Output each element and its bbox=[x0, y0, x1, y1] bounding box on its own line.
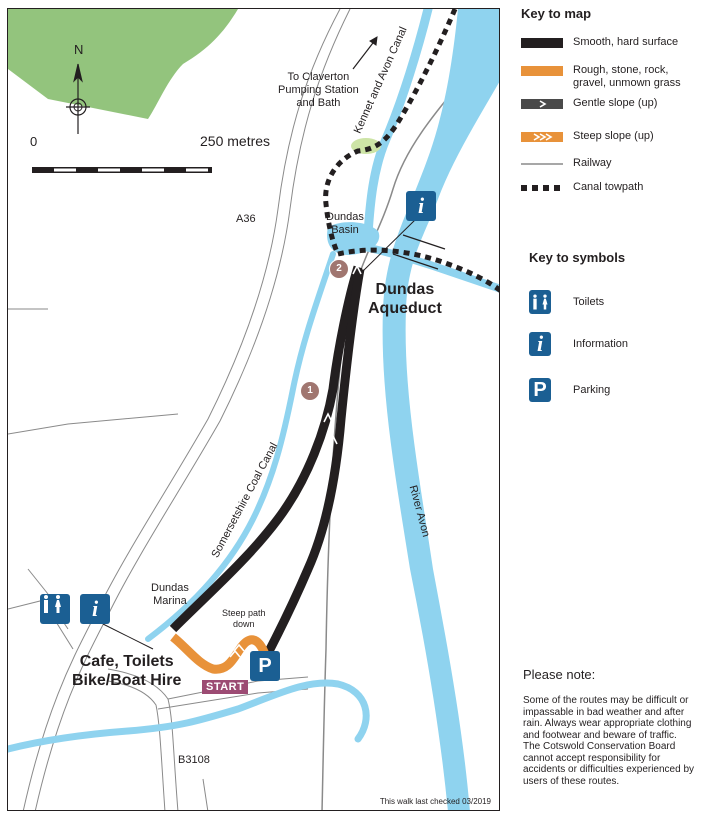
rough-route bbox=[170, 633, 271, 674]
dundas-marina-label: Dundas Marina bbox=[151, 582, 189, 607]
b3108-label: B3108 bbox=[178, 754, 210, 766]
route-marker-2: 2 bbox=[329, 259, 349, 279]
symbol-label-parking: Parking bbox=[573, 384, 611, 396]
information-icon: i bbox=[529, 331, 551, 356]
map-frame: To Claverton Pumping Station and Bath Ke… bbox=[7, 8, 500, 811]
dundas-basin-label: Dundas Basin bbox=[326, 211, 364, 236]
parking-icon: P bbox=[529, 378, 551, 402]
steep-slope-chevrons bbox=[229, 643, 245, 658]
woodland-area bbox=[8, 9, 238, 119]
smooth-route bbox=[169, 265, 365, 660]
key-label: Canal towpath bbox=[573, 181, 644, 193]
scale-start-label: 0 bbox=[30, 134, 38, 149]
toilets-icon bbox=[40, 594, 70, 624]
steep-path-label: Steep path down bbox=[222, 608, 266, 629]
dundas-basin bbox=[327, 222, 380, 255]
lower-stream bbox=[8, 679, 370, 753]
key-to-symbols-title: Key to symbols bbox=[529, 250, 626, 265]
compass-icon bbox=[66, 63, 90, 134]
rough-swatch bbox=[521, 66, 563, 76]
claverton-label: To Claverton Pumping Station and Bath bbox=[278, 71, 359, 109]
steep-swatch bbox=[521, 132, 563, 142]
towpath-swatch bbox=[521, 185, 563, 191]
toilets-icon bbox=[529, 290, 551, 314]
a36-label: A36 bbox=[236, 213, 256, 225]
note-title: Please note: bbox=[523, 667, 596, 682]
last-checked-note: This walk last checked 03/2019 bbox=[379, 797, 491, 806]
river-avon bbox=[382, 9, 499, 810]
somersetshire-coal-canal bbox=[145, 251, 336, 642]
canal-towpath bbox=[323, 9, 499, 293]
aqueduct-walls bbox=[392, 234, 446, 270]
key-label: Steep slope (up) bbox=[573, 130, 654, 142]
note-body: Some of the routes may be difficult or i… bbox=[523, 695, 695, 787]
gentle-slope-chevrons bbox=[323, 264, 362, 445]
key-to-map-title: Key to map bbox=[521, 6, 592, 21]
compass-north-label: N bbox=[74, 42, 84, 57]
direction-arrow bbox=[352, 36, 378, 70]
start-badge: START bbox=[202, 680, 249, 694]
scale-end-label: 250 metres bbox=[200, 133, 271, 149]
cafe-label: Cafe, Toilets Bike/Boat Hire bbox=[72, 653, 182, 689]
a36-road bbox=[22, 9, 351, 810]
map-canvas bbox=[8, 9, 499, 810]
gentle-swatch bbox=[521, 99, 563, 109]
leader-lines bbox=[102, 218, 417, 650]
railway-swatch bbox=[521, 163, 563, 165]
key-label: Rough, stone, rock, gravel, unmown grass bbox=[573, 64, 681, 89]
information-icon: i bbox=[406, 191, 436, 221]
key-label: Smooth, hard surface bbox=[573, 36, 679, 48]
key-label: Gentle slope (up) bbox=[573, 97, 658, 109]
key-label: Railway bbox=[573, 157, 612, 169]
information-icon: i bbox=[80, 594, 110, 624]
dundas-aqueduct-label: Dundas Aqueduct bbox=[368, 281, 442, 317]
scale-bar bbox=[32, 167, 212, 173]
route-marker-1: 1 bbox=[300, 381, 320, 401]
symbol-label-toilets: Toilets bbox=[573, 296, 605, 308]
parking-icon: P bbox=[250, 651, 280, 681]
smooth-swatch bbox=[521, 38, 563, 48]
symbol-label-information: Information bbox=[573, 338, 629, 350]
